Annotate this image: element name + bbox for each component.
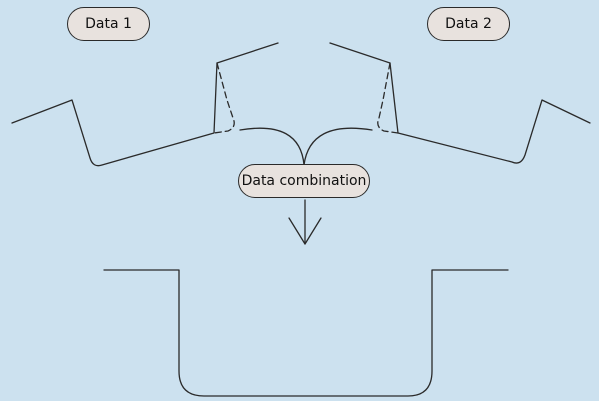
left-profile-line: [11, 42, 279, 167]
data-1-label: Data 1: [67, 7, 150, 41]
data-combination-label: Data combination: [238, 164, 370, 198]
arrow-head: [288, 217, 322, 245]
merge-curve-right: [303, 127, 373, 166]
right-profile-line: [329, 42, 591, 164]
left-profile-dashed: [213, 62, 235, 134]
right-profile-dashed: [377, 62, 399, 134]
combined-result-trough: [103, 269, 509, 397]
merge-curve-left: [239, 127, 305, 166]
data-2-label: Data 2: [427, 7, 510, 41]
